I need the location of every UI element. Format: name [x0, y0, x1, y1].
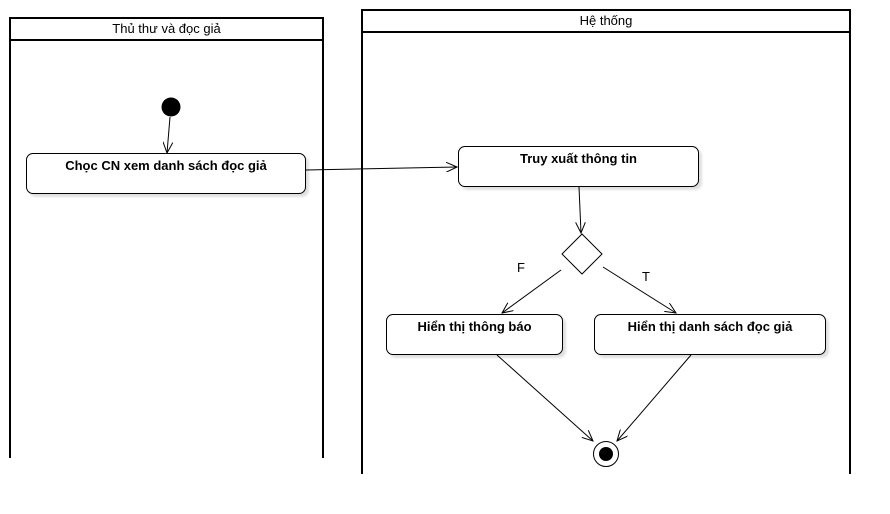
initial-node — [161, 97, 181, 117]
flow-initial-to-choose — [167, 116, 170, 153]
swimlane-system: Hệ thống — [361, 9, 851, 474]
flow-choose-to-retrieve — [305, 167, 457, 170]
flow-decision-false — [502, 269, 562, 313]
flow-list-to-final — [617, 354, 692, 441]
guard-false-label: F — [517, 260, 525, 275]
flow-message-to-final — [496, 354, 593, 441]
activity-choose-reader-list: Chọc CN xem danh sách đọc giả — [26, 153, 306, 194]
swimlane-user-title: Thủ thư và đọc giả — [11, 19, 322, 41]
swimlane-user: Thủ thư và đọc giả — [9, 17, 324, 458]
swimlane-system-title: Hệ thống — [363, 11, 849, 33]
activity-retrieve-info: Truy xuất thông tin — [458, 146, 699, 187]
activity-show-message: Hiển thị thông báo — [386, 314, 563, 355]
decision-node — [561, 233, 603, 275]
flow-retrieve-to-decision — [579, 186, 581, 233]
activity-show-reader-list: Hiển thị danh sách đọc giả — [594, 314, 826, 355]
final-node — [593, 441, 619, 467]
guard-true-label: T — [642, 269, 650, 284]
flow-decision-true — [602, 266, 676, 313]
